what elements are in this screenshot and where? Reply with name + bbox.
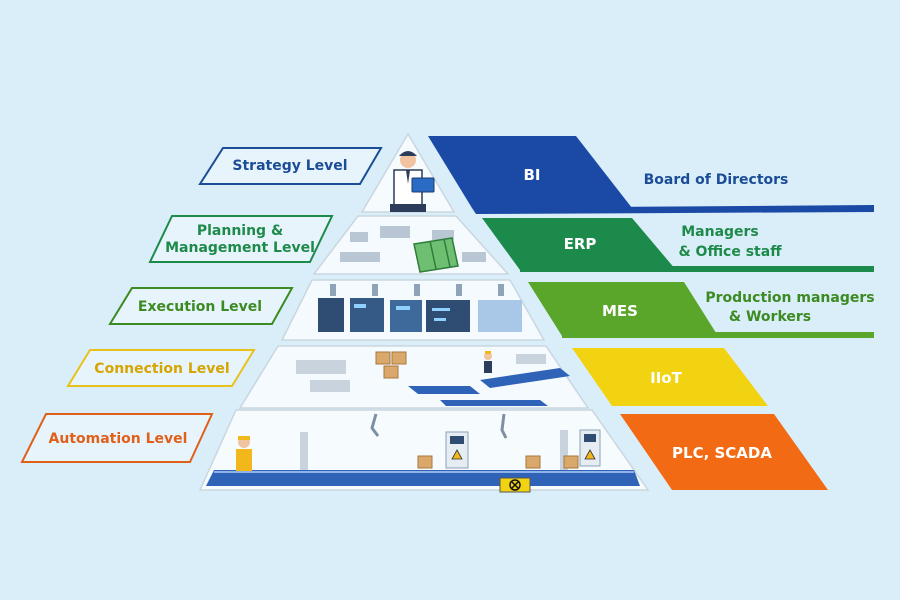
system-band-bi: BI Board of Directors xyxy=(428,136,874,214)
level-label-execution: Execution Level xyxy=(108,287,294,325)
iiot-system-label: IIoT xyxy=(650,369,682,387)
monitor-screens xyxy=(318,298,522,332)
system-band-iiot: IIoT xyxy=(572,348,768,406)
system-band-erp: ERP Managers & Office staff xyxy=(482,218,874,272)
system-band-plc-scada: PLC, SCADA xyxy=(620,414,828,490)
bi-audience-label: Board of Directors xyxy=(644,172,789,188)
crates xyxy=(417,455,579,469)
erp-audience-line1: Managers xyxy=(681,224,759,240)
erp-system-label: ERP xyxy=(564,235,597,253)
dashboard-panel-icon xyxy=(413,237,459,273)
mes-system-label: MES xyxy=(602,302,638,320)
stop-sign-icon xyxy=(499,477,531,493)
worker-icon xyxy=(236,436,252,471)
crates xyxy=(375,351,407,379)
businessman-icon xyxy=(390,151,435,212)
connection-level-label: Connection Level xyxy=(94,361,229,377)
system-band-mes: MES Production managers & Workers xyxy=(528,282,875,338)
main-conveyor xyxy=(206,470,640,486)
conveyor-belts xyxy=(408,368,570,406)
automation-level-label: Automation Level xyxy=(49,431,188,447)
level-label-automation: Automation Level xyxy=(20,413,214,463)
planning-level-label-line1: Planning & xyxy=(197,223,283,239)
robot-arm-icon xyxy=(370,413,508,439)
mes-audience-line2: & Workers xyxy=(729,309,811,325)
level-label-strategy: Strategy Level xyxy=(198,147,383,185)
pyramid xyxy=(198,132,650,493)
bi-system-label: BI xyxy=(523,166,540,184)
planning-level-label-line2: Management Level xyxy=(165,240,315,256)
level-label-planning: Planning & Management Level xyxy=(148,215,334,263)
warning-icon xyxy=(451,449,596,460)
execution-level-label: Execution Level xyxy=(138,299,262,315)
mes-audience-line1: Production managers xyxy=(705,290,874,306)
level-label-connection: Connection Level xyxy=(66,349,256,387)
pyramid-tier-automation xyxy=(198,409,650,493)
worker-icon xyxy=(484,351,492,373)
erp-audience-line2: & Office staff xyxy=(678,244,782,260)
pyramid-tier-execution xyxy=(280,279,546,341)
pyramid-tier-planning xyxy=(312,215,510,275)
pyramid-tier-connection xyxy=(238,345,590,409)
plc-scada-system-label: PLC, SCADA xyxy=(672,444,772,462)
pyramid-tier-strategy xyxy=(360,132,456,213)
strategy-level-label: Strategy Level xyxy=(232,158,347,174)
